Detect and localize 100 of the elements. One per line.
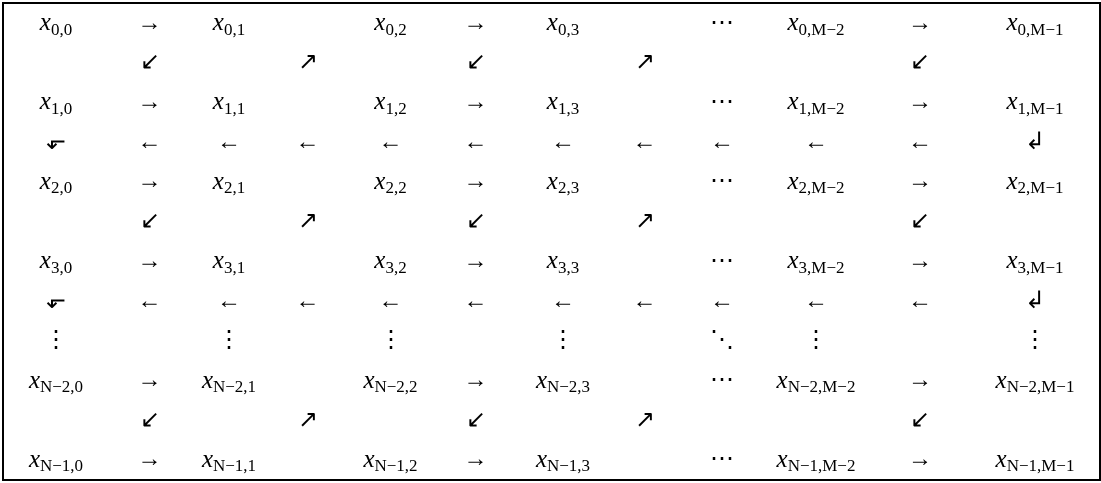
ellipsis-symbol: ⋯ bbox=[710, 367, 734, 392]
arrow-symbol: → bbox=[908, 446, 932, 471]
arrow-symbol: ← bbox=[295, 287, 320, 312]
arrow-symbol: → bbox=[137, 88, 162, 113]
variable-term: x$_{2,2}$ bbox=[374, 167, 407, 193]
ellipsis-symbol: ⋮ bbox=[1023, 327, 1047, 352]
ellipsis-symbol: ⋯ bbox=[710, 9, 734, 34]
variable-term: x$_{1,0}$ bbox=[39, 88, 73, 114]
arrow-symbol: ← bbox=[217, 287, 241, 312]
arrow-symbol: ↙ bbox=[465, 49, 486, 74]
variable-term: x$_{0,M−2}$ bbox=[787, 9, 845, 35]
arrow-symbol: ↙ bbox=[910, 49, 930, 74]
variable-term: x$_{N−1,1}$ bbox=[201, 445, 257, 471]
ellipsis-symbol: ⋱ bbox=[710, 327, 734, 352]
variable-term: x$_{1,M−2}$ bbox=[787, 88, 845, 114]
arrow-symbol: → bbox=[137, 247, 162, 272]
arrow-symbol: ↗ bbox=[634, 406, 655, 431]
arrow-symbol: ← bbox=[632, 128, 657, 153]
ellipsis-symbol: ⋮ bbox=[804, 327, 828, 352]
variable-term: x$_{2,3}$ bbox=[546, 167, 580, 193]
variable-term: x$_{N−2,2}$ bbox=[363, 366, 418, 392]
variable-term: x$_{N−1,2}$ bbox=[363, 445, 418, 471]
arrow-symbol: → bbox=[908, 168, 932, 193]
arrow-symbol: ↗ bbox=[634, 208, 655, 233]
variable-term: x$_{3,0}$ bbox=[39, 247, 73, 273]
variable-term: x$_{1,3}$ bbox=[546, 88, 580, 114]
arrow-symbol: → bbox=[463, 88, 488, 113]
variable-term: x$_{2,M−1}$ bbox=[1006, 167, 1064, 193]
arrow-symbol: ← bbox=[137, 287, 162, 312]
arrow-symbol: → bbox=[463, 247, 488, 272]
arrow-symbol: → bbox=[908, 367, 932, 392]
arrow-symbol: ← bbox=[551, 287, 575, 312]
arrow-symbol: ⬐ bbox=[46, 287, 66, 312]
variable-term: x$_{0,1}$ bbox=[212, 9, 246, 35]
arrow-symbol: ← bbox=[908, 128, 932, 153]
arrow-symbol: ↙ bbox=[910, 208, 930, 233]
arrow-symbol: ↗ bbox=[297, 406, 318, 431]
arrow-symbol: ← bbox=[551, 128, 575, 153]
arrow-symbol: ← bbox=[378, 128, 403, 153]
arrow-symbol: ← bbox=[710, 287, 734, 312]
arrow-symbol: ← bbox=[632, 287, 657, 312]
ellipsis-symbol: ⋯ bbox=[710, 247, 734, 272]
ellipsis-symbol: ⋮ bbox=[551, 327, 575, 352]
arrow-symbol: ← bbox=[710, 128, 734, 153]
arrow-symbol: → bbox=[908, 9, 932, 34]
variable-term: x$_{3,2}$ bbox=[374, 247, 407, 273]
arrow-symbol: ⬐ bbox=[46, 128, 66, 153]
arrow-symbol: ← bbox=[463, 287, 488, 312]
variable-term: x$_{1,2}$ bbox=[374, 88, 407, 114]
ellipsis-symbol: ⋯ bbox=[710, 446, 734, 471]
arrow-symbol: → bbox=[463, 446, 488, 471]
ellipsis-symbol: ⋯ bbox=[710, 168, 734, 193]
arrow-symbol: → bbox=[137, 446, 162, 471]
variable-term: x$_{N−1,M−1}$ bbox=[995, 445, 1075, 471]
variable-term: x$_{0,0}$ bbox=[39, 9, 73, 35]
ellipsis-symbol: ⋮ bbox=[44, 327, 68, 352]
variable-term: x$_{N−2,1}$ bbox=[201, 366, 257, 392]
variable-term: x$_{0,3}$ bbox=[546, 9, 580, 35]
arrow-symbol: ↙ bbox=[139, 49, 160, 74]
arrow-symbol: ← bbox=[804, 128, 828, 153]
variable-term: x$_{1,1}$ bbox=[212, 88, 246, 114]
variable-term: x$_{2,0}$ bbox=[39, 167, 73, 193]
arrow-symbol: → bbox=[137, 367, 162, 392]
arrow-symbol: ← bbox=[804, 287, 828, 312]
arrow-symbol: ↲ bbox=[1025, 287, 1045, 312]
variable-term: x$_{3,1}$ bbox=[212, 247, 246, 273]
variable-term: x$_{N−2,M−2}$ bbox=[776, 366, 856, 392]
arrow-symbol: ↙ bbox=[910, 406, 930, 431]
ellipsis-symbol: ⋮ bbox=[378, 327, 403, 352]
arrow-symbol: → bbox=[463, 9, 488, 34]
arrow-symbol: → bbox=[908, 88, 932, 113]
ellipsis-symbol: ⋯ bbox=[710, 88, 734, 113]
arrow-symbol: ↙ bbox=[139, 208, 160, 233]
variable-term: x$_{N−1,3}$ bbox=[535, 445, 591, 471]
variable-term: x$_{N−2,3}$ bbox=[535, 366, 591, 392]
ellipsis-symbol: ⋮ bbox=[217, 327, 241, 352]
variable-term: x$_{3,3}$ bbox=[546, 247, 580, 273]
arrow-symbol: ← bbox=[378, 287, 403, 312]
arrow-symbol: → bbox=[463, 168, 488, 193]
variable-term: x$_{2,M−2}$ bbox=[787, 167, 845, 193]
arrow-symbol: ↗ bbox=[297, 49, 318, 74]
arrow-symbol: ↲ bbox=[1025, 128, 1045, 153]
variable-term: x$_{2,1}$ bbox=[212, 167, 246, 193]
variable-term: x$_{1,M−1}$ bbox=[1006, 88, 1064, 114]
arrow-symbol: ← bbox=[295, 128, 320, 153]
variable-term: x$_{3,M−2}$ bbox=[787, 247, 845, 273]
arrow-symbol: ↙ bbox=[465, 208, 486, 233]
arrow-symbol: → bbox=[908, 247, 932, 272]
arrow-symbol: ← bbox=[217, 128, 241, 153]
variable-term: x$_{N−2,0}$ bbox=[28, 366, 84, 392]
variable-term: x$_{0,2}$ bbox=[374, 9, 407, 35]
variable-term: x$_{N−1,0}$ bbox=[28, 445, 84, 471]
arrow-symbol: ↗ bbox=[297, 208, 318, 233]
variable-term: x$_{N−1,M−2}$ bbox=[776, 445, 856, 471]
arrow-symbol: ← bbox=[137, 128, 162, 153]
variable-term: x$_{0,M−1}$ bbox=[1006, 9, 1064, 35]
variable-term: x$_{3,M−1}$ bbox=[1006, 247, 1064, 273]
arrow-symbol: → bbox=[137, 168, 162, 193]
variable-term: x$_{N−2,M−1}$ bbox=[995, 366, 1075, 392]
arrow-symbol: ↗ bbox=[634, 49, 655, 74]
